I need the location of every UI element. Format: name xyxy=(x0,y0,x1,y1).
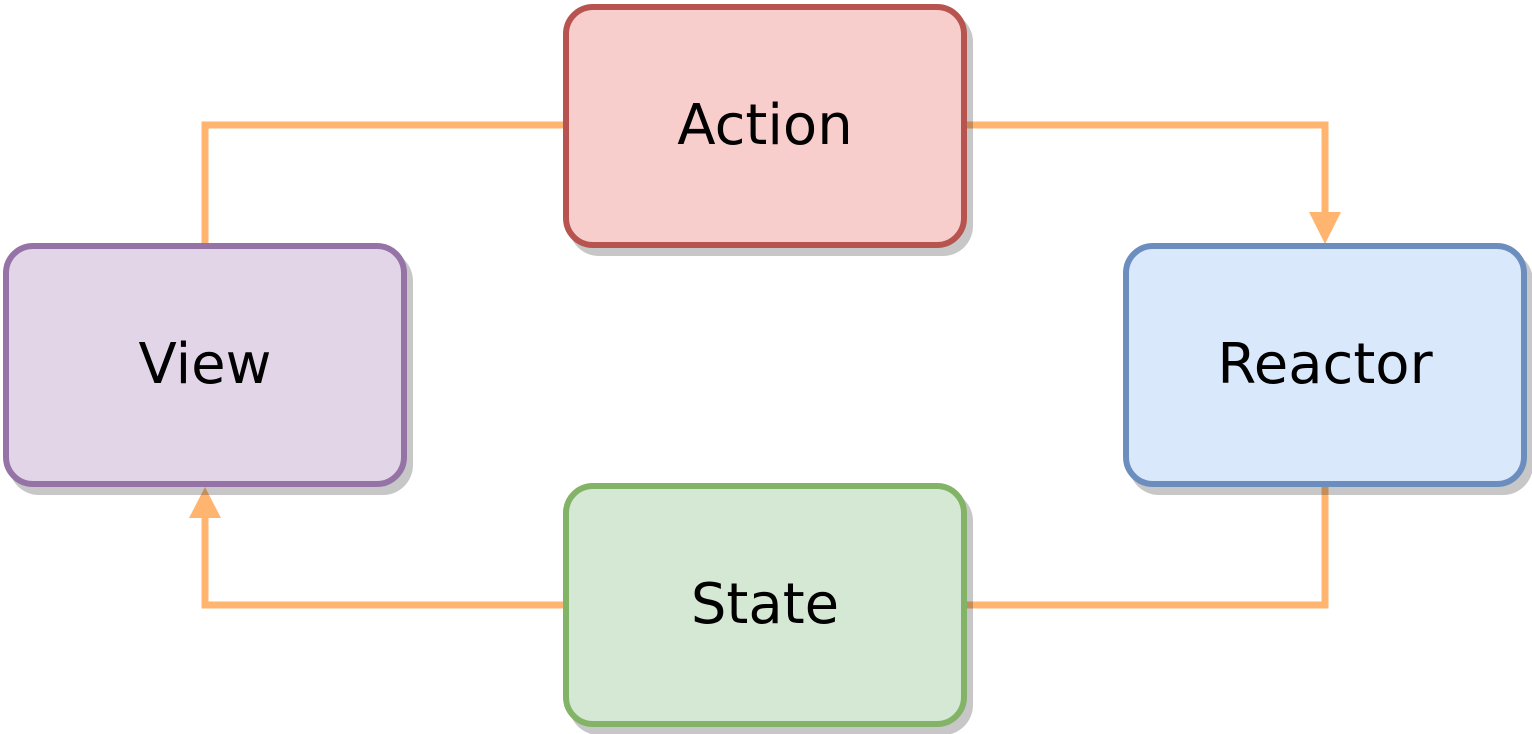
state-node: State xyxy=(563,483,967,727)
arrowhead-state-to-view xyxy=(189,487,221,518)
state-label: State xyxy=(690,572,840,637)
edge-reactor-to-state xyxy=(967,487,1329,609)
arrowhead-action-to-reactor xyxy=(1309,212,1341,244)
action-label: Action xyxy=(677,93,853,158)
edge-view-to-action xyxy=(201,121,563,243)
reactor-node: Reactor xyxy=(1123,243,1527,487)
edge-action-to-reactor xyxy=(967,121,1329,214)
view-label: View xyxy=(138,332,272,397)
view-node: View xyxy=(3,243,407,487)
reactor-label: Reactor xyxy=(1217,332,1433,397)
action-node: Action xyxy=(563,4,967,248)
edge-state-to-view xyxy=(201,516,563,609)
